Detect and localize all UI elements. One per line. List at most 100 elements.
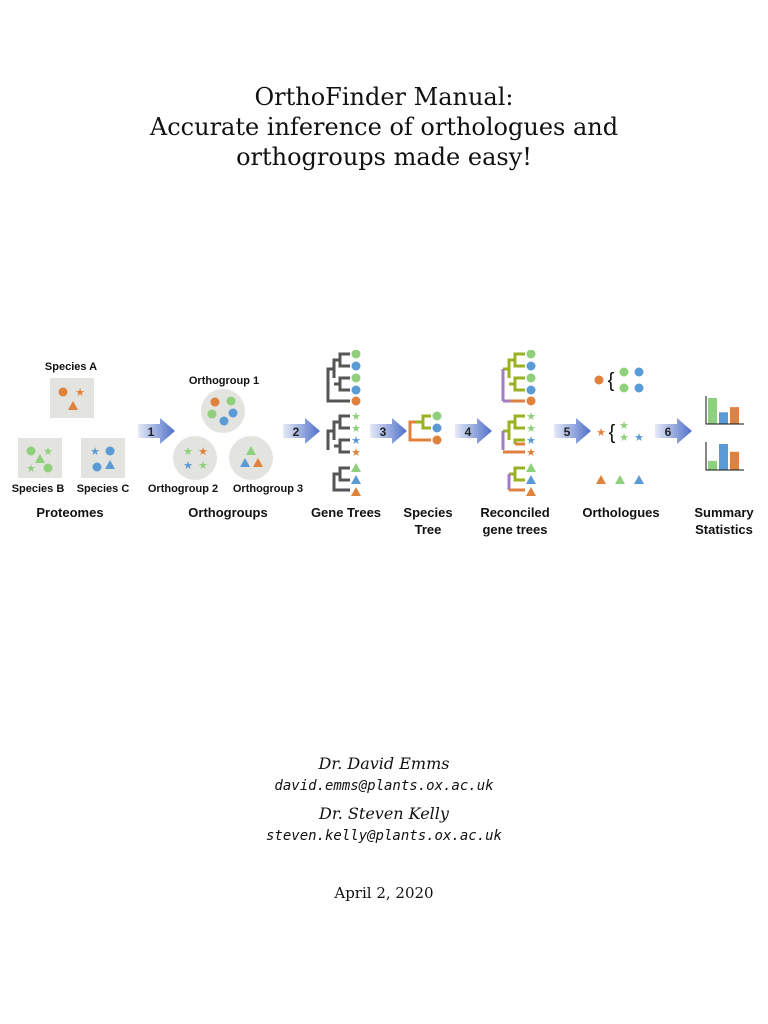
orthogroup-1-background <box>201 389 245 433</box>
triangle-icon <box>246 446 256 455</box>
step-arrow-3: 3 <box>370 418 407 444</box>
stage-label-statistics: Statistics <box>695 522 753 537</box>
summary-statistics-charts <box>705 396 744 471</box>
title-line-2: Accurate inference of orthologues and <box>149 113 619 141</box>
orthogroup-3-label: Orthogroup 3 <box>233 483 303 495</box>
circle-icon <box>351 361 361 371</box>
orthogroup-1 <box>201 389 245 433</box>
species-b-label: Species B <box>12 483 65 495</box>
stage-label-tree: Tree <box>415 522 442 537</box>
star-icon: ★ <box>596 427 606 439</box>
orthogroup-1-label: Orthogroup 1 <box>189 375 259 387</box>
triangle-icon <box>634 475 644 484</box>
orthologue-group-triangles <box>596 475 644 484</box>
circle-icon <box>526 373 536 383</box>
circle-icon <box>105 446 115 456</box>
brace-icon: { <box>608 370 615 392</box>
circle-icon <box>634 367 644 377</box>
step-arrow-5: 5 <box>554 418 591 444</box>
step-number-4: 4 <box>465 425 472 439</box>
arrow-shape <box>370 418 407 444</box>
orthogroup-2: ★ ★ ★ ★ <box>173 436 217 480</box>
author-name: Dr. David Emms <box>318 754 450 773</box>
star-icon: ★ <box>75 387 85 399</box>
arrow-shape <box>655 418 692 444</box>
orthogroup-3 <box>229 436 273 480</box>
document-title: OrthoFinder Manual: Accurate inference o… <box>0 82 768 172</box>
pipeline-diagram: Species A ★ ★ ★ Species B ★ Species C Pr… <box>12 350 754 537</box>
orthologue-group-circles: { <box>594 367 644 393</box>
circle-icon <box>594 375 604 385</box>
star-icon: ★ <box>183 446 193 458</box>
star-icon: ★ <box>351 423 361 435</box>
triangle-icon <box>526 487 536 496</box>
circle-icon <box>207 409 217 419</box>
triangle-icon <box>351 463 361 472</box>
reconciled-tree-1 <box>501 352 525 403</box>
author-name: Dr. Steven Kelly <box>319 804 449 823</box>
star-icon: ★ <box>198 446 208 458</box>
stage-label-gene-trees-reconciled: gene trees <box>482 522 547 537</box>
species-c-label: Species C <box>77 483 130 495</box>
title-line-1: OrthoFinder Manual: <box>254 83 514 111</box>
triangle-icon <box>240 458 250 467</box>
stage-label-summary: Summary <box>694 505 754 520</box>
circle-icon <box>619 367 629 377</box>
triangle-icon <box>351 487 361 496</box>
star-icon: ★ <box>43 446 53 458</box>
title-line-3: orthogroups made easy! <box>236 143 532 171</box>
step-arrow-2: 2 <box>283 418 320 444</box>
arrow-shape <box>138 418 175 444</box>
circle-icon <box>351 396 361 406</box>
stage-label-gene-trees: Gene Trees <box>311 505 381 520</box>
document-date: April 2, 2020 <box>334 884 434 902</box>
species-c-box: ★ Species C <box>77 438 130 495</box>
species-a-background <box>50 378 94 418</box>
summary-bar <box>708 398 717 424</box>
arrow-shape <box>283 418 320 444</box>
triangle-icon <box>526 475 536 484</box>
triangle-icon <box>596 475 606 484</box>
triangle-icon <box>68 401 78 410</box>
step-number-1: 1 <box>148 425 155 439</box>
star-icon: ★ <box>198 460 208 472</box>
stage-label-reconciled: Reconciled <box>480 505 549 520</box>
circle-icon <box>26 446 36 456</box>
star-icon: ★ <box>183 460 193 472</box>
summary-bar <box>730 451 739 470</box>
triangle-icon <box>35 454 45 463</box>
star-icon: ★ <box>526 435 536 447</box>
step-number-3: 3 <box>380 425 387 439</box>
circle-icon <box>226 396 236 406</box>
species-c-background <box>81 438 125 478</box>
summary-axis <box>705 442 744 471</box>
star-icon: ★ <box>526 423 536 435</box>
gene-tree-2 <box>326 414 350 454</box>
orthogroup-3-background <box>229 436 273 480</box>
triangle-icon <box>253 458 263 467</box>
star-icon: ★ <box>619 432 629 444</box>
reconciled-tree-3 <box>507 466 525 492</box>
star-icon: ★ <box>619 420 629 432</box>
circle-icon <box>432 435 442 445</box>
star-icon: ★ <box>526 447 536 459</box>
author-email: david.emms@plants.ox.ac.uk <box>274 778 494 794</box>
circle-icon <box>228 408 238 418</box>
circle-icon <box>219 416 229 426</box>
star-icon: ★ <box>351 447 361 459</box>
summary-bar <box>708 460 717 470</box>
orthogroup-2-background <box>173 436 217 480</box>
star-icon: ★ <box>351 435 361 447</box>
stage-label-orthologues: Orthologues <box>582 505 659 520</box>
circle-icon <box>92 462 102 472</box>
circle-icon <box>351 350 361 359</box>
circle-icon <box>526 350 536 359</box>
stage-label-proteomes: Proteomes <box>36 505 103 520</box>
species-a-box: Species A ★ <box>45 361 97 418</box>
circle-icon <box>432 423 442 433</box>
author-email: steven.kelly@plants.ox.ac.uk <box>265 828 502 844</box>
step-number-5: 5 <box>564 425 571 439</box>
circle-icon <box>634 383 644 393</box>
species-a-label: Species A <box>45 361 97 373</box>
star-icon: ★ <box>634 432 644 444</box>
